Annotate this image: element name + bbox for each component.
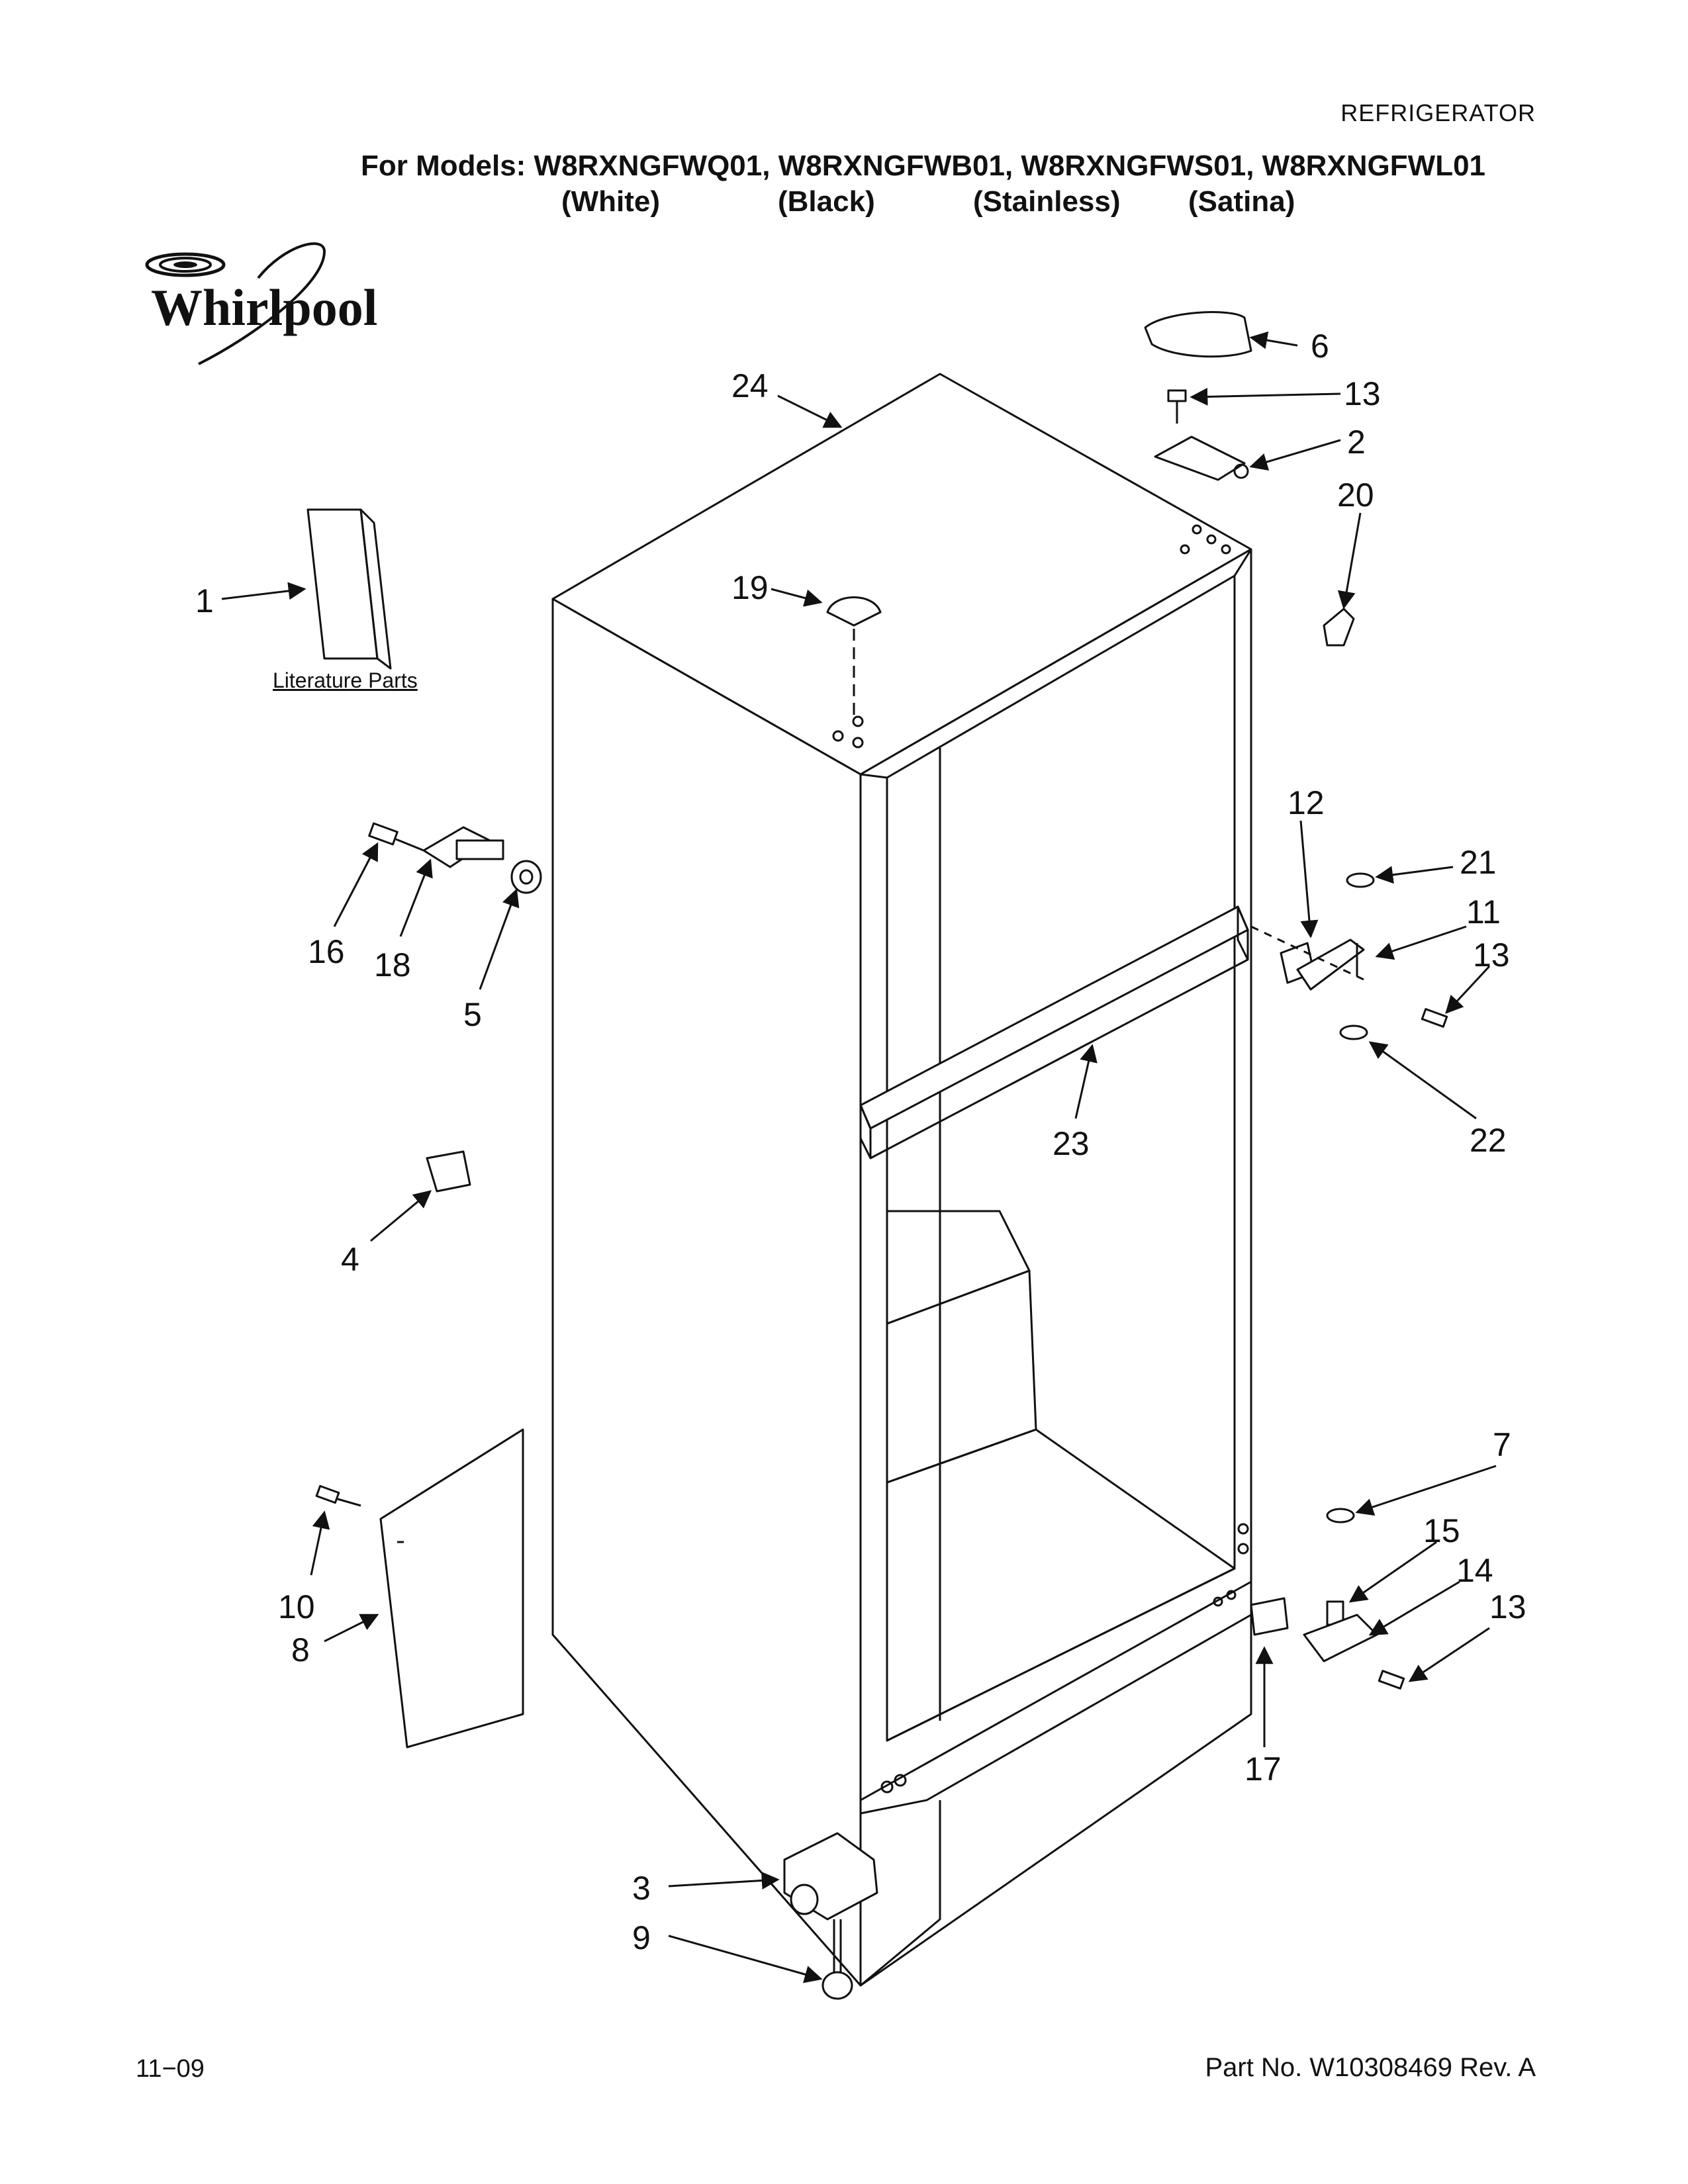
- callout-11: 11: [1466, 893, 1501, 931]
- callout-19: 19: [731, 569, 769, 606]
- bottom-hinge-assembly: [1250, 1508, 1405, 1690]
- callout-21: 21: [1460, 844, 1497, 881]
- part-number: Part No. W10308469 Rev. A: [1205, 2053, 1536, 2082]
- callout-24: 24: [731, 367, 769, 404]
- refrigerator-cabinet: [551, 373, 1252, 1987]
- callout-5: 5: [463, 996, 482, 1033]
- callout-18: 18: [374, 946, 411, 983]
- literature-booklet: [306, 508, 392, 670]
- top-hinge: [1154, 435, 1249, 481]
- door-stop-assembly: [368, 822, 542, 894]
- literature-parts-label: Literature Parts: [273, 668, 418, 692]
- color-stainless: (Stainless): [973, 185, 1121, 218]
- center-hinge-assembly: [1250, 872, 1448, 1040]
- callout-20: 20: [1337, 477, 1374, 514]
- leveling-leg: [821, 1919, 853, 2000]
- color-black: (Black): [778, 185, 875, 218]
- callout-17: 17: [1244, 1751, 1282, 1788]
- callout-4: 4: [341, 1241, 359, 1278]
- callout-22: 22: [1470, 1122, 1507, 1159]
- callout-8: 8: [291, 1631, 310, 1668]
- callout-13-top: 13: [1344, 375, 1381, 412]
- callout-9: 9: [632, 1919, 651, 1956]
- access-cover-screw: [315, 1484, 361, 1507]
- color-satina: (Satina): [1188, 185, 1295, 218]
- logo-wordmark: Whirlpool: [151, 279, 378, 336]
- callout-3: 3: [632, 1870, 651, 1907]
- hinge-cover: [1144, 311, 1252, 358]
- retainer-clip: [426, 1150, 471, 1193]
- center-rail: [859, 905, 1249, 1160]
- models-line: For Models: W8RXNGFWQ01, W8RXNGFWB01, W8…: [361, 150, 1486, 182]
- roller-assembly: [783, 1832, 878, 1921]
- whirlpool-logo: [145, 242, 326, 365]
- callout-14: 14: [1456, 1552, 1493, 1589]
- hole-plug: [826, 596, 882, 627]
- callout-16: 16: [308, 933, 345, 970]
- callout-13-mid: 13: [1473, 936, 1510, 974]
- callout-12: 12: [1288, 784, 1325, 821]
- callout-1: 1: [195, 582, 214, 619]
- category-label: REFRIGERATOR: [1340, 99, 1536, 126]
- callout-15: 15: [1423, 1512, 1460, 1549]
- callout-13-bottom: 13: [1489, 1588, 1526, 1625]
- callout-2: 2: [1347, 424, 1366, 461]
- color-white: (White): [561, 185, 661, 218]
- rear-access-cover: [379, 1428, 524, 1749]
- callout-7: 7: [1493, 1426, 1511, 1463]
- revision-date: 11−09: [136, 2055, 205, 2083]
- callout-23: 23: [1053, 1125, 1090, 1162]
- leader-lines: [221, 331, 1497, 1983]
- hinge-shim: [1323, 608, 1355, 647]
- callout-10: 10: [278, 1588, 315, 1625]
- top-hinge-screw: [1167, 389, 1187, 424]
- callout-6: 6: [1311, 328, 1329, 365]
